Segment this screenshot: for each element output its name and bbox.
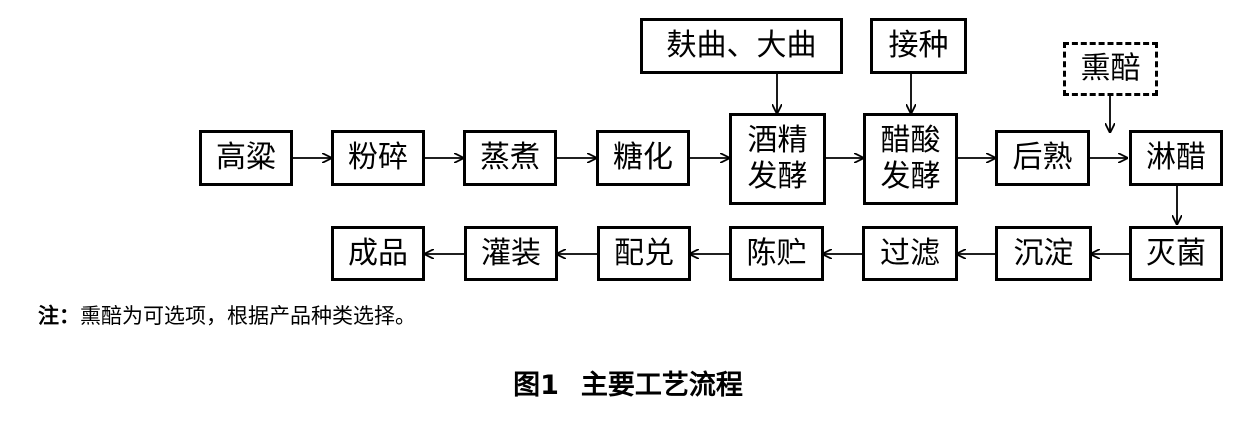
footnote-separator: ： xyxy=(59,304,80,328)
step-label: 酒精发酵 xyxy=(747,123,808,194)
step-gaoliang: 高粱 xyxy=(199,130,293,186)
step-label: 陈贮 xyxy=(746,235,807,271)
step-zhengzhu: 蒸煮 xyxy=(463,130,557,186)
step-peidui: 配兑 xyxy=(597,226,691,281)
step-label: 醋酸发酵 xyxy=(880,123,941,194)
input-xunpei-optional: 熏醅 xyxy=(1063,42,1158,96)
step-miejun: 灭菌 xyxy=(1129,226,1223,281)
step-chengpin: 成品 xyxy=(331,226,425,281)
step-label: 沉淀 xyxy=(1013,235,1074,271)
footnote: 注：熏醅为可选项，根据产品种类选择。 xyxy=(38,302,416,330)
step-label: 淋醋 xyxy=(1146,140,1206,175)
input-qu: 麸曲、大曲 xyxy=(640,18,843,74)
step-fensui: 粉碎 xyxy=(331,130,425,186)
step-label: 过滤 xyxy=(880,235,940,271)
step-label: 粉碎 xyxy=(348,140,408,175)
figure-caption: 图1 主要工艺流程 xyxy=(0,366,1256,406)
input-label: 熏醅 xyxy=(1080,51,1141,86)
input-label: 麸曲、大曲 xyxy=(666,28,817,63)
step-label: 高粱 xyxy=(216,140,276,175)
input-label: 接种 xyxy=(888,28,949,63)
step-label: 灭菌 xyxy=(1146,235,1206,271)
step-label: 成品 xyxy=(348,235,408,271)
step-tanghua: 糖化 xyxy=(596,130,690,186)
figure-title: 主要工艺流程 xyxy=(580,370,743,401)
step-jiujing-fajiao: 酒精发酵 xyxy=(729,113,826,205)
input-jiezhong: 接种 xyxy=(870,18,967,74)
step-chending: 沉淀 xyxy=(995,226,1092,281)
figure-number: 图1 xyxy=(513,370,559,401)
step-guanzhuang: 灌装 xyxy=(464,226,558,281)
footnote-text: 熏醅为可选项，根据产品种类选择。 xyxy=(80,304,416,328)
footnote-label: 注 xyxy=(38,304,59,328)
step-houshu: 后熟 xyxy=(995,130,1090,186)
step-guolv: 过滤 xyxy=(862,226,958,281)
step-label: 后熟 xyxy=(1012,140,1073,175)
step-label: 蒸煮 xyxy=(480,140,540,175)
step-chenzhu: 陈贮 xyxy=(729,226,824,281)
step-lincu: 淋醋 xyxy=(1129,130,1223,186)
step-label: 糖化 xyxy=(613,140,673,175)
step-cusuan-fajiao: 醋酸发酵 xyxy=(863,113,958,205)
step-label: 配兑 xyxy=(614,235,674,271)
step-label: 灌装 xyxy=(481,235,541,271)
